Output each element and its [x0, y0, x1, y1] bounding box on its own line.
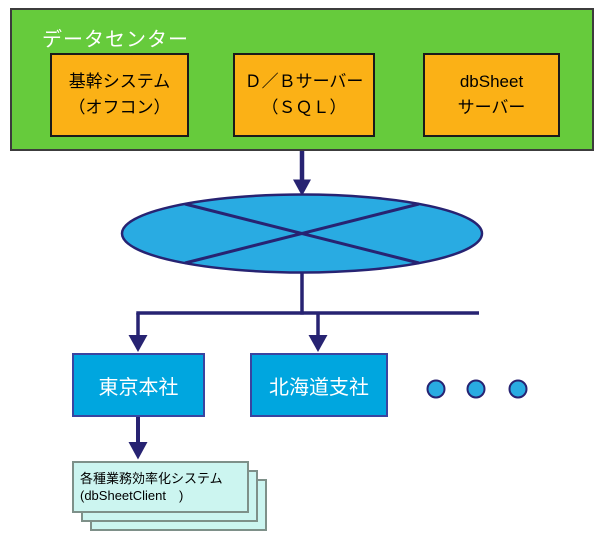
- client-stack-line2: (dbSheetClient ): [80, 488, 184, 503]
- arrow-tokyo-to-clients-icon: [128, 417, 148, 460]
- network-ellipse-x-icon: [120, 193, 484, 274]
- node-core-system: 基幹システム （オフコン）: [50, 53, 189, 137]
- node-dbsheet-line2: サーバー: [457, 98, 526, 117]
- datacenter-label: データセンター: [42, 29, 189, 51]
- node-dbsheet-line1: dbSheet: [459, 72, 524, 91]
- node-core-line2: （オフコン）: [68, 98, 171, 117]
- branch-hokkaido-label: 北海道支社: [269, 376, 369, 399]
- node-db-line1: Ｄ／Ｂサーバー: [244, 72, 364, 91]
- arrow-to-tokyo-icon: [128, 313, 148, 352]
- branch-tokyo-label: 東京本社: [98, 376, 179, 399]
- client-stack-line1: 各種業務効率化システム: [80, 471, 223, 486]
- node-dbsheet-server: dbSheet サーバー: [423, 53, 560, 137]
- client-stack-front: 各種業務効率化システム (dbSheetClient ): [72, 461, 249, 513]
- ellipsis-dots-icon: [426, 379, 528, 399]
- branch-hokkaido: 北海道支社: [250, 353, 388, 417]
- node-core-line1: 基幹システム: [68, 72, 171, 91]
- node-db-line2: （ＳＱＬ）: [261, 98, 347, 117]
- node-db-server: Ｄ／Ｂサーバー （ＳＱＬ）: [233, 53, 375, 137]
- arrow-datacenter-to-network-icon: [293, 151, 311, 196]
- branch-tokyo: 東京本社: [72, 353, 205, 417]
- arrow-to-hokkaido-icon: [308, 313, 328, 352]
